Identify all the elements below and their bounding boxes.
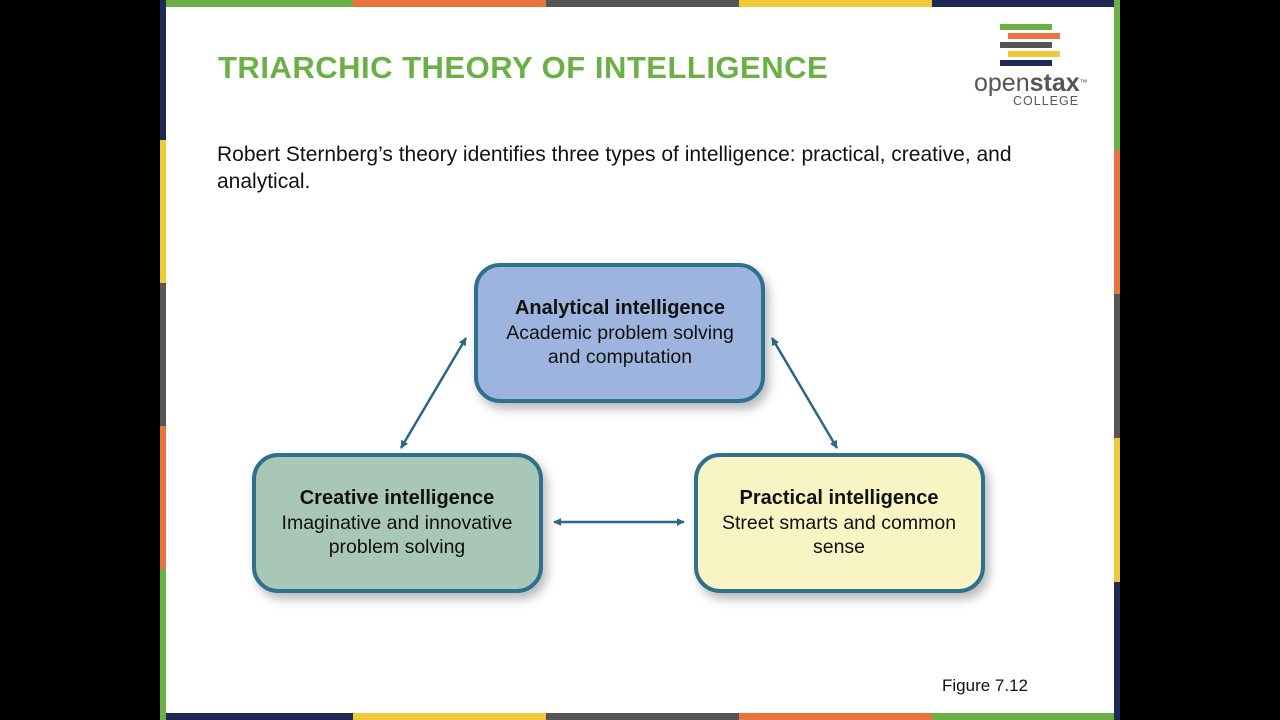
bottom-stripe-orange — [739, 713, 932, 720]
left-stripe-gray — [160, 283, 166, 426]
right-stripe-orange — [1114, 150, 1120, 294]
node-practical-line1: Street smarts and common — [722, 512, 956, 534]
bottom-stripe-yellow — [353, 713, 546, 720]
slide-title: TRIARCHIC THEORY OF INTELLIGENCE — [218, 50, 829, 85]
left-stripe-orange — [160, 426, 166, 569]
figure-caption: Figure 7.12 — [942, 676, 1028, 695]
right-stripe-gray — [1114, 294, 1120, 438]
logo-wordmark: openstax™ — [974, 69, 1088, 97]
node-creative-title: Creative intelligence — [300, 487, 495, 509]
bottom-stripe-green — [932, 713, 1120, 720]
node-practical-line2: sense — [813, 536, 865, 558]
intro-text: Robert Sternberg’s theory identifies thr… — [217, 143, 1012, 193]
bottom-stripe-gray — [546, 713, 739, 720]
node-creative-box — [252, 453, 543, 593]
top-stripe-yellow — [739, 0, 932, 7]
right-stripe-yellow — [1114, 438, 1120, 582]
logo-bars-icon — [1000, 24, 1062, 68]
node-analytical-line1: Academic problem solving — [506, 322, 734, 344]
node-analytical-box — [474, 263, 765, 403]
node-practical-title: Practical intelligence — [740, 487, 939, 509]
left-stripe-navy — [160, 0, 166, 140]
node-creative-line2: problem solving — [329, 536, 466, 558]
logo-subtitle: COLLEGE — [1013, 94, 1080, 108]
arrow-analytical-creative — [399, 337, 468, 449]
top-stripe-gray — [546, 0, 739, 7]
right-stripe-green — [1114, 0, 1120, 150]
triarchic-diagram: Analytical intelligence Academic problem… — [252, 263, 985, 593]
top-stripe-navy — [932, 0, 1120, 7]
top-stripe-orange — [353, 0, 546, 7]
arrow-analytical-practical — [770, 337, 839, 449]
left-stripe-yellow — [160, 140, 166, 283]
node-analytical-title: Analytical intelligence — [515, 297, 725, 319]
node-analytical-line2: and computation — [548, 346, 692, 368]
left-stripe-green — [160, 569, 166, 720]
node-practical-box — [694, 453, 985, 593]
node-practical: Practical intelligence Street smarts and… — [694, 453, 985, 593]
slide: TRIARCHIC THEORY OF INTELLIGENCE opensta… — [160, 0, 1120, 720]
node-analytical: Analytical intelligence Academic problem… — [474, 263, 765, 403]
bottom-stripe-navy — [166, 713, 353, 720]
node-creative: Creative intelligence Imaginative and in… — [252, 453, 543, 593]
node-creative-line1: Imaginative and innovative — [282, 512, 513, 534]
top-stripe-green — [166, 0, 353, 7]
right-stripe-navy — [1114, 582, 1120, 720]
openstax-logo: openstax™ COLLEGE — [970, 24, 1100, 108]
